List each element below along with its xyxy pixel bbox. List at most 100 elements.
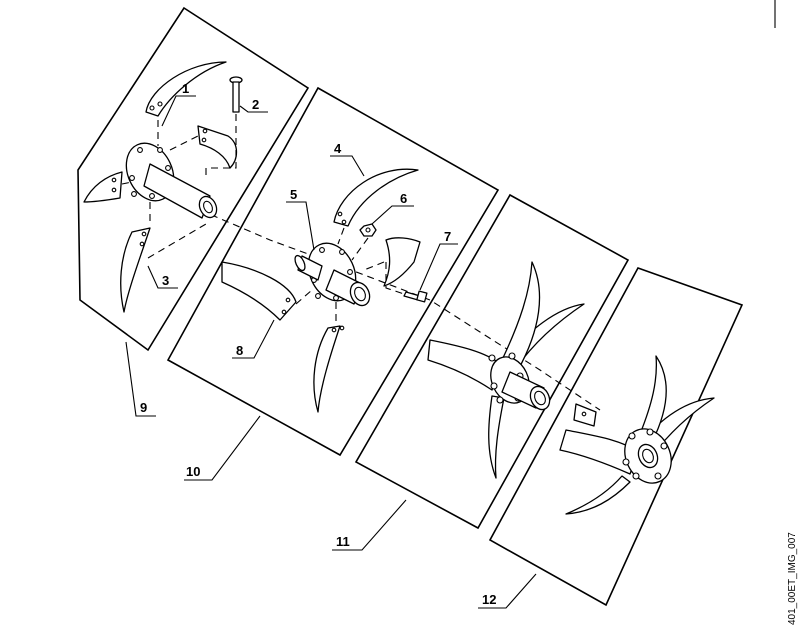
callout-12: 12 [482,592,496,607]
assembly-line [363,261,385,271]
leader-1 [161,95,196,127]
assembly-line [121,181,133,185]
callout-9: 9 [140,400,147,415]
assembly-line [295,289,313,305]
blade-hole [157,101,163,107]
blade-11-upper [501,261,541,371]
panel-11-parts [427,261,585,479]
panel-12-parts [559,355,715,515]
blade-hole [141,231,147,237]
blade-hole [111,187,117,193]
blade-hole [581,411,587,417]
flange-hole [339,249,345,255]
hub-bore [642,448,654,464]
leader-6 [371,205,414,225]
assembly-line [169,133,203,151]
flange-hole [149,193,155,199]
callout-11: 11 [336,534,350,549]
flange-hole [319,247,325,253]
leader-11 [332,499,407,551]
flange-hole [315,293,321,299]
assembly-line [205,114,237,178]
stub-end [294,254,306,272]
blade-wide-10 [221,261,297,321]
blade-hole [111,177,117,183]
image-code-label: 401_00ET_IMG_007 [787,532,798,625]
blade-lower-left [120,227,151,313]
flange-hole [157,147,163,153]
leader-12 [478,573,537,609]
hub-bolt [490,382,498,390]
flange-hole [137,147,143,153]
blade-hole [139,241,145,247]
panel-9-parts [83,61,243,313]
flange-hole [347,269,353,275]
flange-hole [129,175,135,181]
assembly-line [385,262,405,295]
leader-5 [286,201,315,251]
nut-hole [365,227,371,233]
hub-bolt [632,472,640,480]
panel-10-parts [221,168,428,413]
callout-2: 2 [252,97,259,112]
bolt-head [416,290,428,303]
leader-8 [232,319,275,359]
hub-bolt [654,472,662,480]
callout-1: 1 [182,81,189,96]
hub-bolt [508,352,516,360]
blade-hole [331,327,337,333]
blade-hole [201,137,207,143]
tube-bore [203,200,213,214]
callout-4: 4 [334,141,342,156]
blade-upper-left [145,61,227,117]
hub-bolt [622,458,630,466]
callout-10: 10 [186,464,200,479]
leader-2 [239,105,268,113]
hub-bolt [496,396,504,404]
panel-12-frame [488,267,744,607]
tube-bore [354,286,366,302]
callout-labels: 1 2 3 4 5 6 7 8 9 10 11 12 [140,81,496,607]
hub-bolt [628,432,636,440]
leader-3 [147,265,178,289]
blade-12-left [559,429,639,475]
assembly-axis-line [199,209,601,411]
leader-4 [330,155,365,177]
blade-hole [202,128,208,134]
blade-12-upper [639,355,667,443]
blade-hole [337,211,343,217]
flange-hole [165,165,171,171]
leader-7 [419,243,458,291]
blade-11-lower [488,395,505,479]
blade-upper-10 [333,168,419,227]
hub-bolt [660,442,668,450]
panel-12 [488,267,744,607]
tube-bore [534,390,546,406]
assembly-line [337,227,345,245]
callout-8: 8 [236,343,243,358]
blade-11-left [427,339,501,391]
blade-hole [149,105,155,111]
blade-12-lower [565,475,631,515]
blade-hole [285,297,291,303]
callout-3: 3 [162,273,169,288]
blade-hole [281,309,287,315]
blade-hole [341,219,347,225]
leader-10 [184,415,261,481]
hub-bolt [488,354,496,362]
hub-bolt [646,428,654,436]
leader-9 [125,341,156,417]
blade-lower-10 [313,325,341,413]
callout-leaders [125,95,537,609]
callout-6: 6 [400,191,407,206]
callout-5: 5 [290,187,297,202]
blade-hole [339,325,345,331]
tube-shaft-9 [143,163,211,219]
assembly-line [351,237,369,261]
callout-7: 7 [444,229,451,244]
pin-shank [232,81,240,113]
flange-hole [131,191,137,197]
blade-bracket [383,237,421,287]
